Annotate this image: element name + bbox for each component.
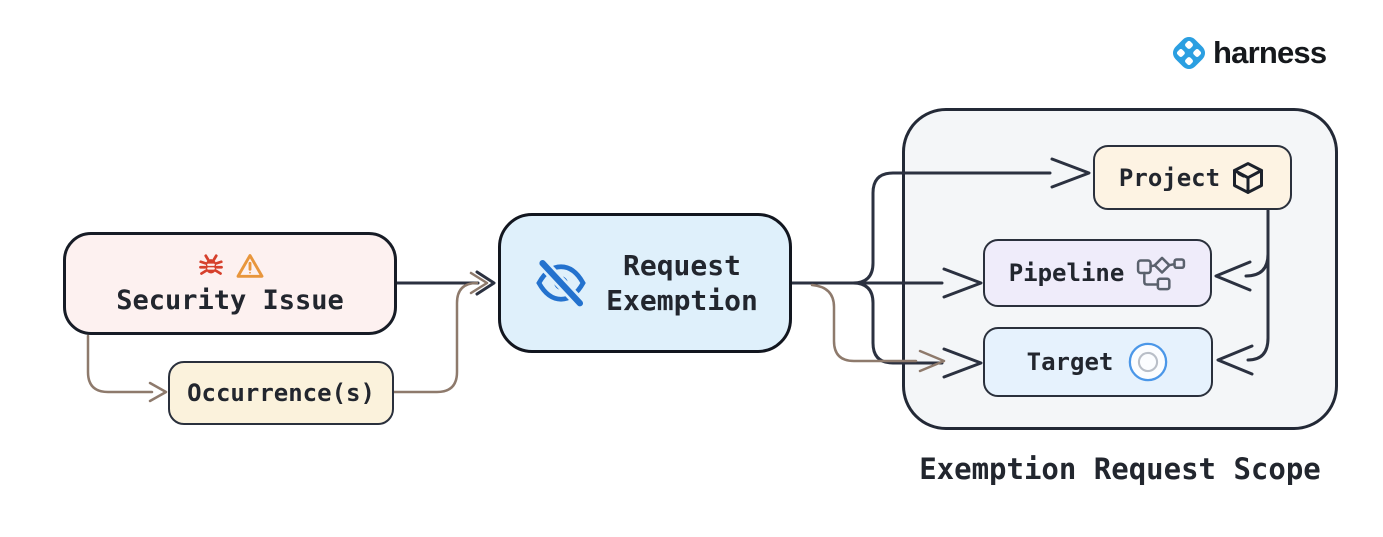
bug-icon <box>198 254 223 275</box>
scope-caption: Exemption Request Scope <box>919 452 1321 486</box>
harness-logo-icon <box>1172 36 1206 70</box>
edge-occurrence-to-request <box>392 281 479 394</box>
eye-off-icon <box>535 256 587 310</box>
target-label: Target <box>1026 348 1114 376</box>
arrowhead-request-brown <box>469 271 489 295</box>
arrowhead-occurrence <box>148 381 168 403</box>
node-pipeline: Pipeline <box>983 239 1212 307</box>
target-icon <box>1129 342 1168 382</box>
request-exemption-label: Request Exemption <box>606 249 758 317</box>
node-project: Project <box>1093 145 1292 210</box>
project-label: Project <box>1118 163 1221 192</box>
pipeline-label: Pipeline <box>1008 259 1125 287</box>
node-target: Target <box>983 327 1213 397</box>
node-request-exemption: Request Exemption <box>498 213 792 353</box>
edge-security-to-occurrence <box>86 334 154 394</box>
harness-wordmark: harness <box>1213 35 1327 70</box>
security-icons <box>196 251 265 281</box>
security-issue-label: Security Issue <box>116 285 344 316</box>
box-icon <box>1233 161 1264 194</box>
warning-icon <box>236 254 263 278</box>
node-occurrences: Occurrence(s) <box>168 361 394 425</box>
harness-logo: harness <box>1168 32 1327 74</box>
pipeline-icon <box>1137 256 1186 291</box>
node-security-issue: Security Issue <box>63 232 397 335</box>
occurrences-label: Occurrence(s) <box>187 379 375 407</box>
arrowhead-request <box>475 270 496 296</box>
edge-brown-to-target <box>810 283 918 363</box>
